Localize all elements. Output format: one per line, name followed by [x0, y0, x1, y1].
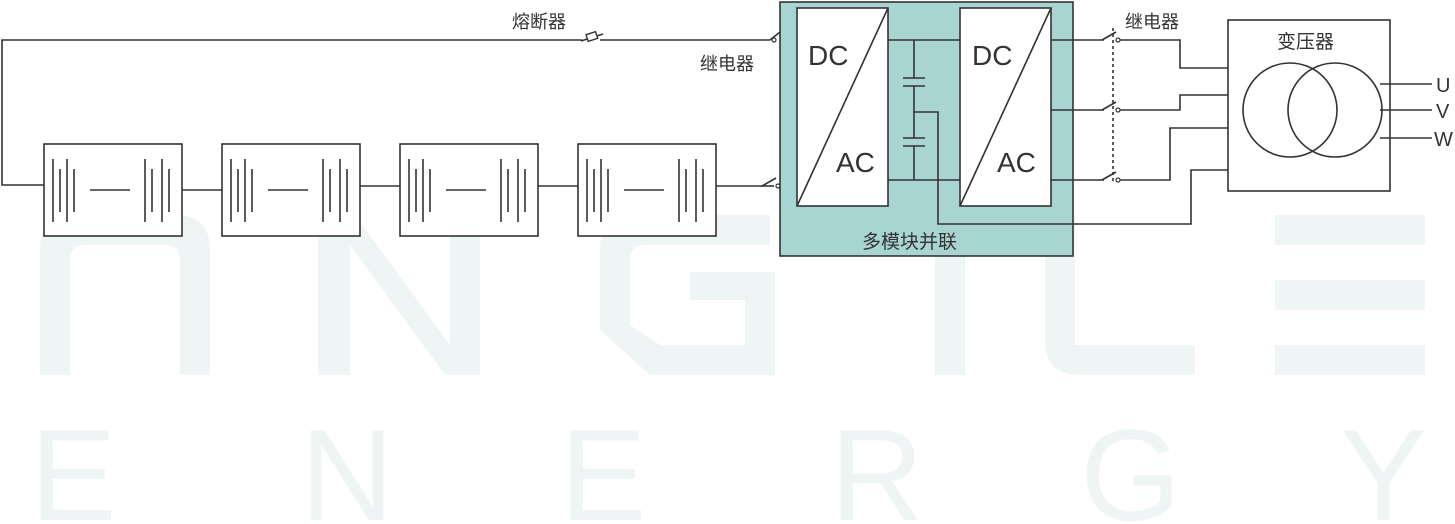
watermark-letter-y: Y — [1340, 402, 1427, 524]
dc-link — [888, 39, 1245, 225]
phase-u-label: U — [1436, 75, 1450, 97]
top-wire — [1, 39, 770, 186]
battery-pack-4 — [577, 143, 717, 237]
watermark-letter-g: G — [1080, 402, 1181, 524]
relay-right-label: 继电器 — [1125, 12, 1179, 32]
relay-left-label: 继电器 — [700, 54, 754, 74]
parallel-module-label: 多模块并联 — [862, 231, 957, 253]
battery-pack-3 — [399, 143, 539, 237]
watermark: E N E R G Y — [30, 215, 1427, 524]
battery-pack-2 — [221, 143, 361, 237]
transformer-label: 变压器 — [1277, 31, 1334, 53]
watermark-letter-n: N — [300, 402, 394, 524]
transformer — [1227, 19, 1432, 192]
converter-right-ac: AC — [997, 147, 1036, 178]
converter-right: DC AC — [959, 7, 1052, 207]
watermark-letter-e1: E — [30, 402, 117, 524]
fuse-label: 熔断器 — [512, 12, 566, 32]
phase-v-label: V — [1436, 101, 1450, 123]
relay-right-group — [1051, 28, 1248, 183]
watermark-letter-e2: E — [560, 402, 647, 524]
watermark-letter-r: R — [830, 402, 924, 524]
battery-row — [182, 185, 760, 191]
converter-left-dc: DC — [808, 40, 848, 71]
battery-pack-1 — [43, 143, 183, 237]
fuse-symbol — [580, 30, 604, 43]
converter-right-dc: DC — [972, 40, 1012, 71]
converter-left: DC AC — [796, 7, 889, 207]
phase-w-label: W — [1434, 129, 1453, 151]
converter-left-ac: AC — [836, 147, 875, 178]
